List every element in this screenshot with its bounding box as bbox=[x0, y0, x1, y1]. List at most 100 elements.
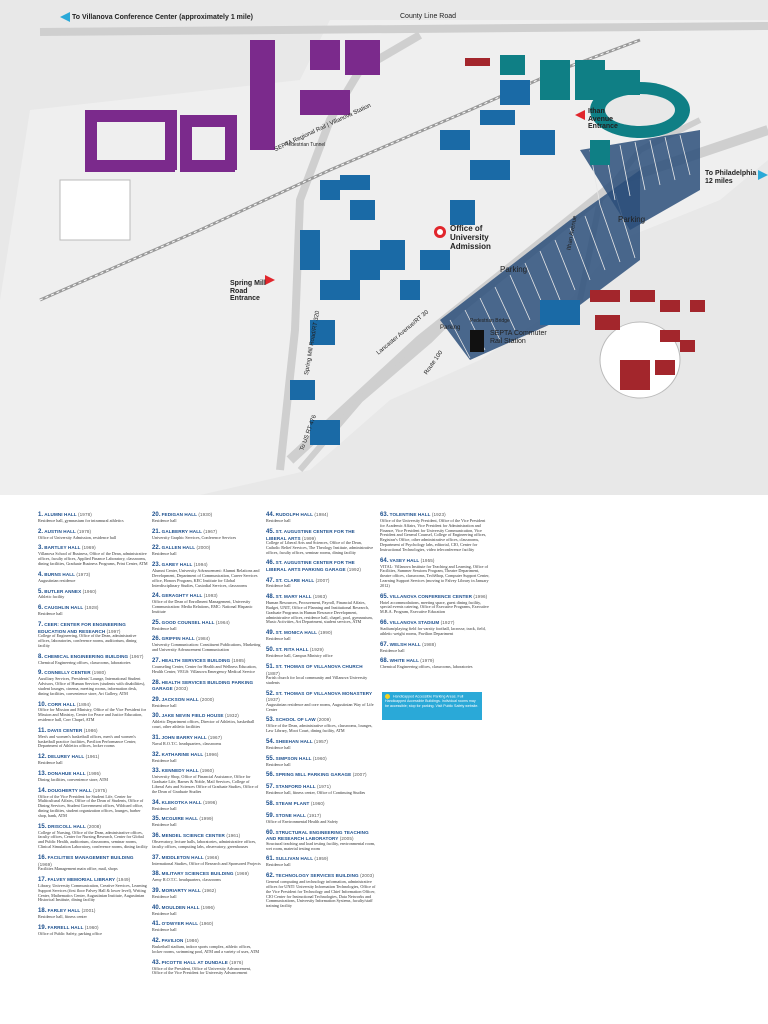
legend-entry-code: (1988) bbox=[422, 641, 436, 647]
legend-entry-heading: 24.GERAGHTY HALL (1993) bbox=[152, 593, 262, 600]
legend-entry-number: 21. bbox=[152, 528, 161, 535]
legend-entry-heading: 44.RUDOLPH HALL (1984) bbox=[266, 512, 376, 519]
legend-entry-description: College of Nursing, Office of the Dean, … bbox=[38, 829, 148, 850]
legend-entry-name: VILLANOVA STADIUM bbox=[389, 620, 440, 626]
legend-entry-name: ST. THOMAS OF VILLANOVA CHURCH bbox=[275, 663, 363, 669]
legend-entry: 57.STANFORD HALL (1971)Residence hall, f… bbox=[266, 784, 376, 796]
legend-entry-number: 43. bbox=[152, 959, 161, 966]
legend-entry-description: General computing and technology informa… bbox=[266, 879, 376, 909]
legend-entry-number: 18. bbox=[38, 908, 47, 915]
legend-entry-number: 14. bbox=[38, 787, 47, 794]
legend-entry-name: BARTLEY HALL bbox=[44, 545, 81, 551]
legend-entry: 63.TOLENTINE HALL (1923)Office of the Un… bbox=[380, 512, 490, 553]
legend-entry: 56.SPRING MILL PARKING GARAGE (2007) bbox=[266, 772, 376, 779]
legend-entry-code: (1973) bbox=[76, 571, 91, 577]
legend-entry-code: (1990) bbox=[318, 630, 333, 636]
legend-entry-code: (1923) bbox=[431, 512, 446, 517]
legend-entry-name: WHITE HALL bbox=[389, 658, 419, 664]
legend-entry-heading: 41.O'DWYER HALL (1960) bbox=[152, 921, 262, 928]
legend-entry-code: (2007) bbox=[315, 577, 330, 583]
county-line-road-label: County Line Road bbox=[400, 13, 457, 20]
legend-column-4: 63.TOLENTINE HALL (1923)Office of the Un… bbox=[380, 512, 490, 675]
legend-entry-code: (1976) bbox=[229, 959, 244, 965]
legend-entry-description: Residence hall bbox=[266, 583, 291, 589]
legend-entry-code: (1887) bbox=[266, 670, 280, 676]
legend-entry: 17.FALVEY MEMORIAL LIBRARY (1949)Library… bbox=[38, 877, 148, 903]
legend-entry-description: Structural teaching and load testing fac… bbox=[266, 840, 376, 851]
legend-entry-code: (1971) bbox=[316, 784, 331, 790]
campus-map: To Villanova Conference Center (approxim… bbox=[0, 0, 768, 495]
philadelphia-label: To Philadelphia 12 miles bbox=[705, 170, 757, 186]
legend-entry-name: FEDIGAN HALL bbox=[161, 512, 197, 517]
legend-entry-code: (1997) bbox=[106, 628, 121, 634]
legend-entry-number: 37. bbox=[152, 854, 161, 861]
legend-entry-number: 63. bbox=[380, 512, 389, 518]
legend-entry-name: VASEY HALL bbox=[389, 557, 420, 563]
legend-entry-heading: 7.CEER: CENTER FOR ENGINEERING EDUCATION… bbox=[38, 622, 148, 634]
legend-entry-number: 42. bbox=[152, 938, 161, 945]
legend-entry-code: (1932) bbox=[224, 713, 239, 719]
legend-entry-code: (1969) bbox=[81, 545, 96, 551]
legend-entry-name: ST. RITA HALL bbox=[275, 647, 309, 653]
legend-entry-name: JACKSON HALL bbox=[161, 696, 199, 702]
athletic-field-west bbox=[59, 179, 131, 241]
building-legend: 1.ALUMNI HALL (1978)Residence hall, gymn… bbox=[0, 495, 768, 1024]
legend-entry-heading: 43.PICOTTE HALL AT DUNDALE (1976) bbox=[152, 960, 262, 967]
legend-entry: 14.DOUGHERTY HALL (1975)Office of the Vi… bbox=[38, 788, 148, 819]
legend-entry: 47.ST. CLARE HALL (2007)Residence hall bbox=[266, 578, 376, 590]
legend-entry-name: HEALTH SERVICES BUILDING bbox=[161, 658, 231, 663]
legend-entry-number: 45. bbox=[266, 528, 275, 535]
legend-entry-heading: 4.BURNS HALL (1973) bbox=[38, 572, 148, 579]
legend-entry-name: FACILITIES MANAGEMENT BUILDING bbox=[47, 854, 134, 860]
legend-entry: 31.JOHN BARRY HALL (1967)Naval R.O.T.C. … bbox=[152, 735, 262, 747]
legend-entry-name: CEER: CENTER FOR ENGINEERING EDUCATION A… bbox=[38, 621, 126, 634]
legend-entry-heading: 61.SULLIVAN HALL (1959) bbox=[266, 856, 376, 863]
legend-entry-heading: 25.GOOD COUNSEL HALL (1964) bbox=[152, 620, 262, 627]
legend-entry-name: TOLENTINE HALL bbox=[389, 512, 431, 517]
legend-entry-description: Office of University Admission, residenc… bbox=[38, 534, 117, 540]
legend-entry-name: CORR HALL bbox=[47, 701, 76, 707]
legend-entry: 66.VILLANOVA STADIUM (1927)Stadium/playi… bbox=[380, 620, 490, 637]
legend-entry-code: (1994) bbox=[193, 562, 208, 568]
legend-entry: 25.GOOD COUNSEL HALL (1964)Residence hal… bbox=[152, 620, 262, 632]
legend-entry-name: SPRING MILL PARKING GARAGE bbox=[275, 772, 352, 778]
legend-entry-heading: 62.TECHNOLOGY SERVICES BUILDING (2003) bbox=[266, 873, 376, 880]
legend-entry-code: (1960) bbox=[199, 921, 214, 927]
legend-entry-description: Residence hall bbox=[266, 636, 291, 642]
legend-entry-code: (1960) bbox=[84, 924, 99, 930]
legend-entry: 32.KATHARINE HALL (1996)Residence hall bbox=[152, 752, 262, 764]
legend-entry-heading: 8.CHEMICAL ENGINEERING BUILDING (1967) bbox=[38, 654, 148, 661]
legend-entry-code: (1959) bbox=[314, 856, 329, 862]
legend-entry-number: 65. bbox=[380, 593, 389, 600]
legend-entry: 6.CAUGHLIN HALL (1928)Residence hall bbox=[38, 605, 148, 617]
legend-entry-description: Library, University Communication, Creat… bbox=[38, 882, 147, 903]
legend-entry-code: (1996) bbox=[203, 799, 218, 805]
legend-entry-number: 13. bbox=[38, 771, 47, 778]
legend-entry-heading: 57.STANFORD HALL (1971) bbox=[266, 784, 376, 791]
legend-entry-name: ST. CLARE HALL bbox=[275, 577, 315, 583]
legend-entry-number: 20. bbox=[152, 512, 161, 518]
legend-entry-heading: 34.KLEKOTKA HALL (1996) bbox=[152, 800, 262, 807]
legend-entry-name: MENDEL SCIENCE CENTER bbox=[161, 833, 225, 839]
legend-entry-code: (1978) bbox=[78, 512, 92, 517]
legend-entry-description: Residence hall bbox=[380, 647, 405, 653]
legend-entry-description: University Communication: Constituent Pu… bbox=[152, 642, 261, 653]
legend-entry: 11.DAVIS CENTER (1986)Men's and women's … bbox=[38, 728, 148, 749]
septa-station-label: SEPTA Commuter Rail Station bbox=[490, 330, 547, 345]
legend-entry: 13.DONAHUE HALL (1995)Dining facilities,… bbox=[38, 771, 148, 783]
legend-entry-heading: 5.BUTLER ANNEX (1960) bbox=[38, 589, 148, 596]
legend-entry-heading: 19.FARRELL HALL (1960) bbox=[38, 925, 148, 932]
legend-entry-description: Residence hall bbox=[266, 761, 291, 767]
legend-entry-name: GERAGHTY HALL bbox=[161, 593, 203, 599]
legend-entry-code: (2007) bbox=[352, 772, 367, 778]
legend-entry-description: Residence hall, fitness center bbox=[38, 914, 87, 920]
legend-entry-number: 16. bbox=[38, 854, 47, 861]
legend-entry: 7.CEER: CENTER FOR ENGINEERING EDUCATION… bbox=[38, 622, 148, 649]
legend-entry-description: Counseling Center, Center for Health and… bbox=[152, 663, 257, 674]
legend-entry-description: International Studies, Office of Researc… bbox=[152, 860, 261, 866]
legend-entry-code: (1967) bbox=[208, 734, 222, 740]
legend-entry: 16.FACILITIES MANAGEMENT BUILDING (1969)… bbox=[38, 855, 148, 872]
legend-entry-name: FARRELL HALL bbox=[47, 924, 84, 930]
legend-entry: 54.SHEEHAN HALL (1957)Residence hall bbox=[266, 739, 376, 751]
